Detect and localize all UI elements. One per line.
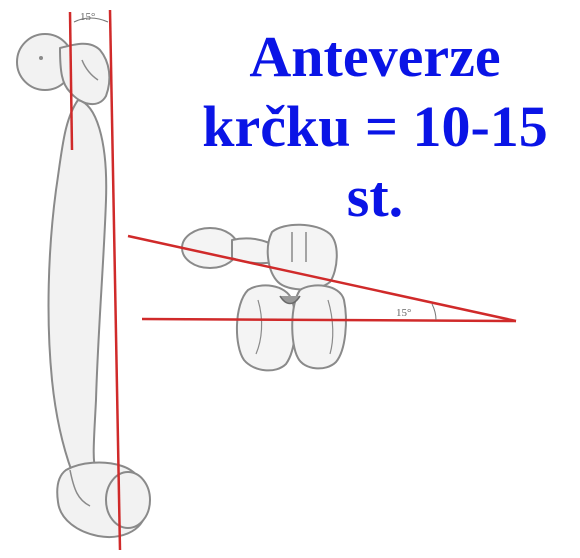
axial-condyle-left — [235, 284, 297, 372]
femur-angle-label: 15° — [80, 11, 95, 23]
axial-femoral-head — [181, 227, 239, 269]
title-line-1: Anteverze — [249, 24, 501, 89]
condyle-lobe — [105, 471, 151, 529]
condyle-angle-label: 15° — [396, 307, 411, 319]
title-line-2: krčku = 10-15 — [202, 94, 548, 159]
femoral-neck — [59, 42, 111, 106]
femur-axial-view — [181, 223, 347, 372]
femur-lateral-view — [16, 33, 151, 538]
shaft-axis-line — [108, 9, 122, 551]
page-title: Anteverze krčku = 10-15 st. — [175, 22, 575, 232]
femur-reference-lines — [68, 9, 122, 551]
angle-arc — [431, 303, 437, 321]
anteversion-angle-lines — [127, 234, 517, 323]
neck-axis-line — [68, 11, 74, 151]
axial-trochanter — [266, 223, 338, 291]
axial-condyle-right — [291, 284, 347, 370]
condylar-axis-line — [141, 317, 517, 323]
neck-axis-axial-line — [127, 234, 517, 323]
title-line-3: st. — [346, 164, 404, 229]
femoral-shaft — [47, 99, 108, 473]
